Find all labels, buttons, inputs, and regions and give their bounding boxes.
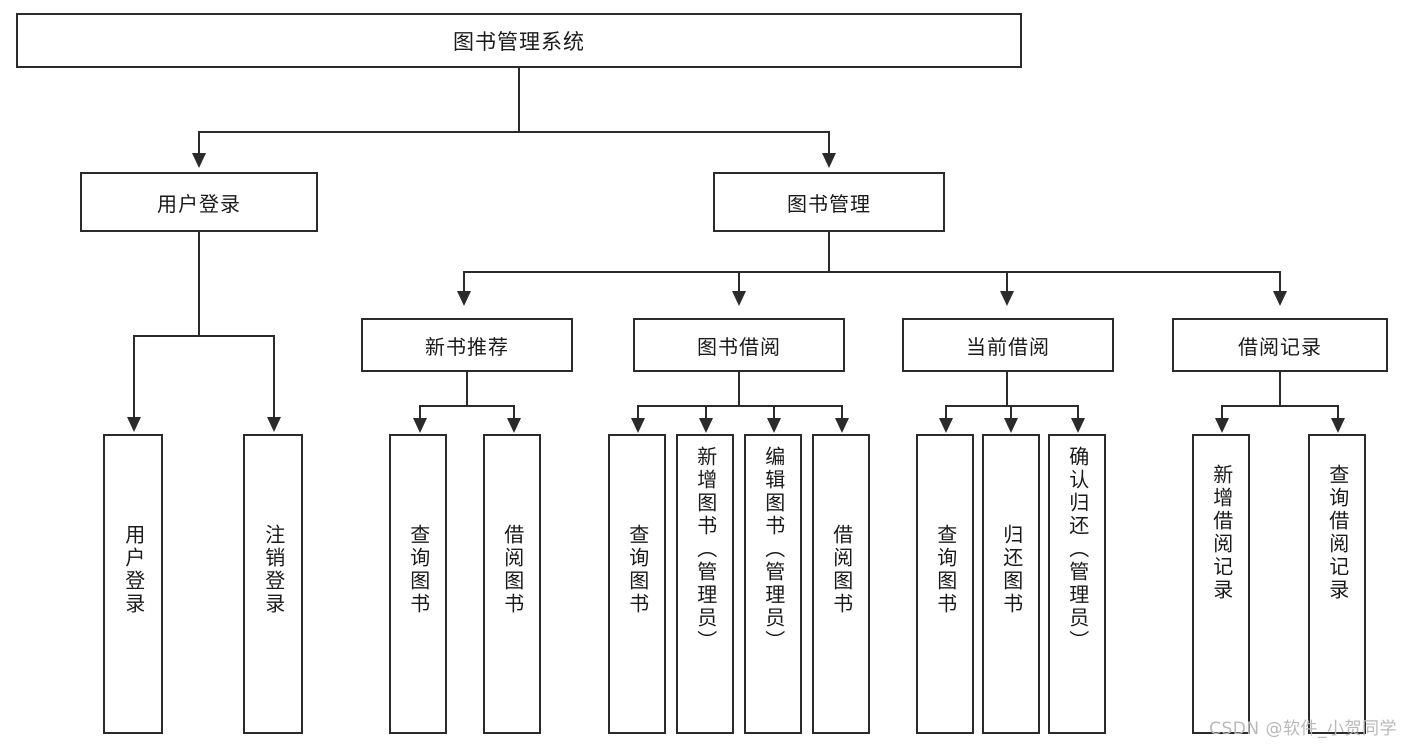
connector-book-borrow-leaf-1 (637, 405, 639, 420)
node-label: 新增借阅记录 (1209, 464, 1234, 602)
node-book-management[interactable]: 图书管理 (713, 172, 945, 232)
node-label: 新增图书（管理员） (693, 446, 718, 653)
connector-user-login-to-leaf-1 (133, 335, 135, 419)
connector-current-borrow-leaf-1 (945, 405, 947, 420)
connector-user-login-stem (198, 232, 200, 336)
arrowhead-book-borrow-leaf-1 (631, 418, 645, 433)
node-borrow-records[interactable]: 借阅记录 (1172, 318, 1388, 372)
arrowhead-new-book-leaf-2 (507, 418, 521, 433)
connector-book-borrow-bus (637, 405, 842, 407)
connector-current-borrow-leaf-3 (1077, 405, 1079, 420)
connector-book-mgmt-to-records (1279, 271, 1281, 293)
arrowhead-current-borrow-leaf-1 (939, 418, 953, 433)
connector-new-book-bus (419, 405, 515, 407)
connector-current-borrow-leaf-2 (1010, 405, 1012, 420)
leaf-user-login-logout[interactable]: 注销登录 (243, 434, 303, 734)
node-label: 图书管理 (787, 191, 871, 216)
arrowhead-borrow-records (1273, 291, 1287, 306)
arrowhead-borrow-records-leaf-2 (1331, 418, 1345, 433)
node-label: 查询图书 (933, 524, 958, 616)
arrowhead-current-borrow (1000, 291, 1014, 306)
leaf-book-borrow-query-book[interactable]: 查询图书 (608, 434, 666, 734)
connector-root-to-user-login (198, 131, 200, 155)
connector-borrow-records-leaf-1 (1221, 405, 1223, 420)
node-label: 新书推荐 (425, 334, 509, 359)
node-label: 查询图书 (625, 524, 650, 616)
node-root-system[interactable]: 图书管理系统 (16, 13, 1022, 68)
node-label: 图书管理系统 (453, 29, 585, 54)
connector-book-borrow-stem (738, 372, 740, 406)
connector-new-book-leaf-2 (513, 405, 515, 420)
arrowhead-book-borrow-leaf-4 (835, 418, 849, 433)
connector-book-borrow-leaf-2 (705, 405, 707, 420)
connector-book-borrow-leaf-3 (773, 405, 775, 420)
node-label: 查询借阅记录 (1325, 464, 1350, 602)
arrowhead-borrow-records-leaf-1 (1215, 418, 1229, 433)
arrowhead-current-borrow-leaf-3 (1071, 418, 1085, 433)
node-label: 借阅记录 (1238, 334, 1322, 359)
arrowhead-to-book-mgmt (822, 153, 836, 168)
connector-user-login-to-leaf-2 (273, 335, 275, 419)
connector-new-book-leaf-1 (419, 405, 421, 420)
node-new-book-recommend[interactable]: 新书推荐 (361, 318, 573, 372)
arrowhead-new-book-recommend (457, 291, 471, 306)
node-label: 查询图书 (406, 524, 431, 616)
node-current-borrow[interactable]: 当前借阅 (902, 318, 1114, 372)
node-label: 借阅图书 (829, 524, 854, 616)
connector-borrow-records-leaf-2 (1337, 405, 1339, 420)
connector-current-borrow-stem (1006, 372, 1008, 406)
node-label: 用户登录 (121, 524, 146, 616)
connector-new-book-stem (466, 372, 468, 406)
node-label: 确认归还（管理员） (1065, 446, 1090, 653)
leaf-new-book-query-book[interactable]: 查询图书 (389, 434, 447, 734)
leaf-book-borrow-add-book-admin[interactable]: 新增图书（管理员） (676, 434, 734, 734)
connector-root-bus (198, 131, 830, 133)
leaf-borrow-records-query-record[interactable]: 查询借阅记录 (1308, 434, 1366, 734)
leaf-current-borrow-return-book[interactable]: 归还图书 (982, 434, 1040, 734)
arrowhead-to-user-login (192, 153, 206, 168)
arrowhead-book-borrow (732, 291, 746, 306)
connector-borrow-records-bus (1221, 405, 1338, 407)
connector-book-mgmt-to-current (1006, 271, 1008, 293)
connector-book-mgmt-stem (828, 232, 830, 272)
node-label: 编辑图书（管理员） (761, 446, 786, 653)
connector-book-mgmt-bus (463, 271, 1281, 273)
leaf-book-borrow-borrow-book[interactable]: 借阅图书 (812, 434, 870, 734)
connector-root-to-book-mgmt (828, 131, 830, 155)
leaf-borrow-records-add-record[interactable]: 新增借阅记录 (1192, 434, 1250, 734)
arrowhead-user-login-leaf-2 (267, 417, 281, 432)
connector-root-stem (518, 68, 520, 132)
arrowhead-current-borrow-leaf-2 (1004, 418, 1018, 433)
leaf-book-borrow-edit-book-admin[interactable]: 编辑图书（管理员） (744, 434, 802, 734)
connector-book-mgmt-to-new-book (463, 271, 465, 293)
arrowhead-book-borrow-leaf-3 (767, 418, 781, 433)
leaf-current-borrow-query-book[interactable]: 查询图书 (916, 434, 974, 734)
arrowhead-user-login-leaf-1 (127, 417, 141, 432)
node-label: 借阅图书 (500, 524, 525, 616)
node-label: 注销登录 (261, 524, 286, 616)
node-label: 归还图书 (999, 524, 1024, 616)
arrowhead-new-book-leaf-1 (413, 418, 427, 433)
leaf-current-borrow-confirm-return-admin[interactable]: 确认归还（管理员） (1048, 434, 1106, 734)
leaf-user-login-login[interactable]: 用户登录 (103, 434, 163, 734)
node-label: 当前借阅 (966, 334, 1050, 359)
connector-user-login-bus (133, 335, 275, 337)
node-user-login[interactable]: 用户登录 (80, 172, 318, 232)
leaf-new-book-borrow-book[interactable]: 借阅图书 (483, 434, 541, 734)
node-label: 用户登录 (157, 191, 241, 216)
connector-book-mgmt-to-borrow (738, 271, 740, 293)
connector-book-borrow-leaf-4 (841, 405, 843, 420)
csdn-watermark: CSDN @软件_小贺同学 (1209, 719, 1397, 739)
connector-borrow-records-stem (1279, 372, 1281, 406)
node-book-borrow[interactable]: 图书借阅 (633, 318, 845, 372)
node-label: 图书借阅 (697, 334, 781, 359)
arrowhead-book-borrow-leaf-2 (699, 418, 713, 433)
